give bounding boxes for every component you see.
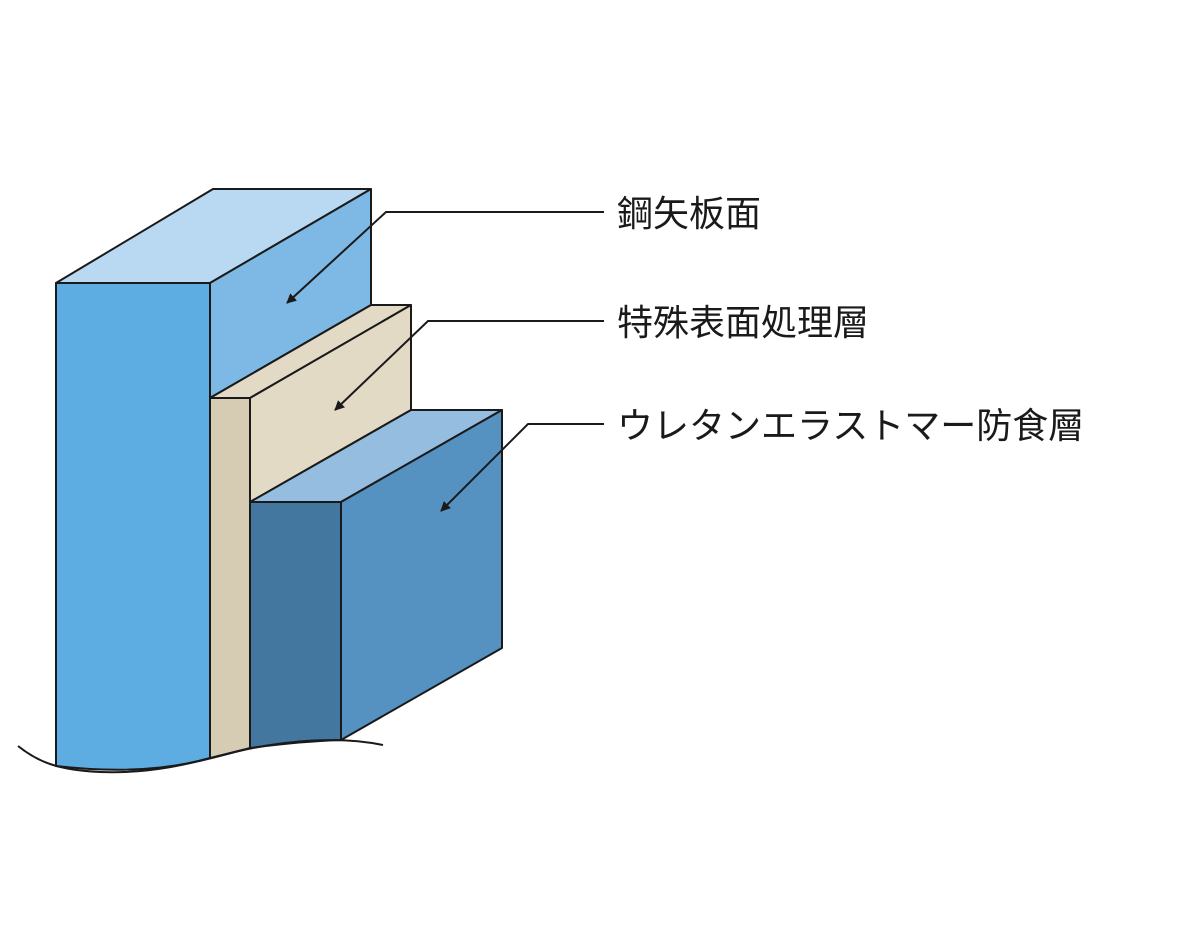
urethane-front-face <box>249 501 342 749</box>
steel-front-face <box>55 282 211 771</box>
label-urethane-layer: ウレタンエラストマー防食層 <box>617 406 1084 447</box>
label-surface-treatment: 特殊表面処理層 <box>617 303 869 344</box>
cut-line <box>17 739 384 774</box>
callout-surface-treatment: 特殊表面処理層 <box>334 303 869 411</box>
treatment-front-face <box>209 397 251 759</box>
label-steel-surface: 鋼矢板面 <box>617 194 761 235</box>
urethane-layer-block <box>249 409 503 749</box>
callout-urethane-layer: ウレタンエラストマー防食層 <box>440 406 1084 512</box>
leader-line-treatment <box>334 320 604 411</box>
callout-steel-surface: 鋼矢板面 <box>286 194 761 304</box>
leader-line-urethane <box>440 423 604 512</box>
leader-line-steel <box>286 211 604 304</box>
